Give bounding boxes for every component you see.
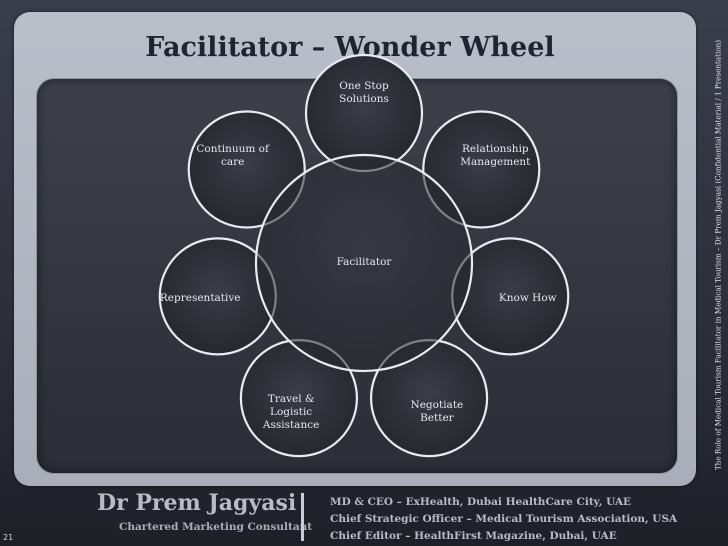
role-line: MD & CEO – ExHealth, Dubai HealthCare Ci… bbox=[330, 496, 632, 508]
wheel-node-one-stop bbox=[304, 53, 424, 173]
author-name: Dr Prem Jagyasi bbox=[97, 490, 297, 516]
center-node-label: Facilitator bbox=[336, 256, 392, 268]
author-roles: MD & CEO – ExHealth, Dubai HealthCare Ci… bbox=[330, 494, 677, 545]
node-label-continuum: Continuum of care bbox=[196, 143, 269, 169]
wheel-node-relationship bbox=[422, 110, 541, 229]
node-label-travel: Travel & Logistic Assistance bbox=[262, 392, 320, 431]
node-label-relationship: Relationship Management bbox=[460, 143, 531, 169]
page-number: 21 bbox=[3, 533, 14, 542]
role-line: Chief Strategic Officer – Medical Touris… bbox=[330, 513, 678, 525]
node-label-representative: Representative bbox=[159, 291, 241, 304]
author-subtitle: Chartered Marketing Consultant bbox=[119, 521, 313, 533]
wheel-node-continuum bbox=[187, 110, 306, 229]
side-note-text: The Role of Medical Tourism Facilitator … bbox=[713, 39, 723, 471]
node-label-know-how: Know How bbox=[498, 291, 557, 304]
footer-divider bbox=[301, 493, 304, 541]
role-line: Chief Editor – HealthFirst Magazine, Dub… bbox=[330, 530, 617, 542]
node-label-one-stop: One Stop Solutions bbox=[339, 80, 389, 105]
wheel-center-node bbox=[254, 153, 474, 373]
side-note: The Role of Medical Tourism Facilitator … bbox=[712, 40, 724, 470]
node-label-negotiate: Negotiate Better bbox=[410, 399, 464, 425]
